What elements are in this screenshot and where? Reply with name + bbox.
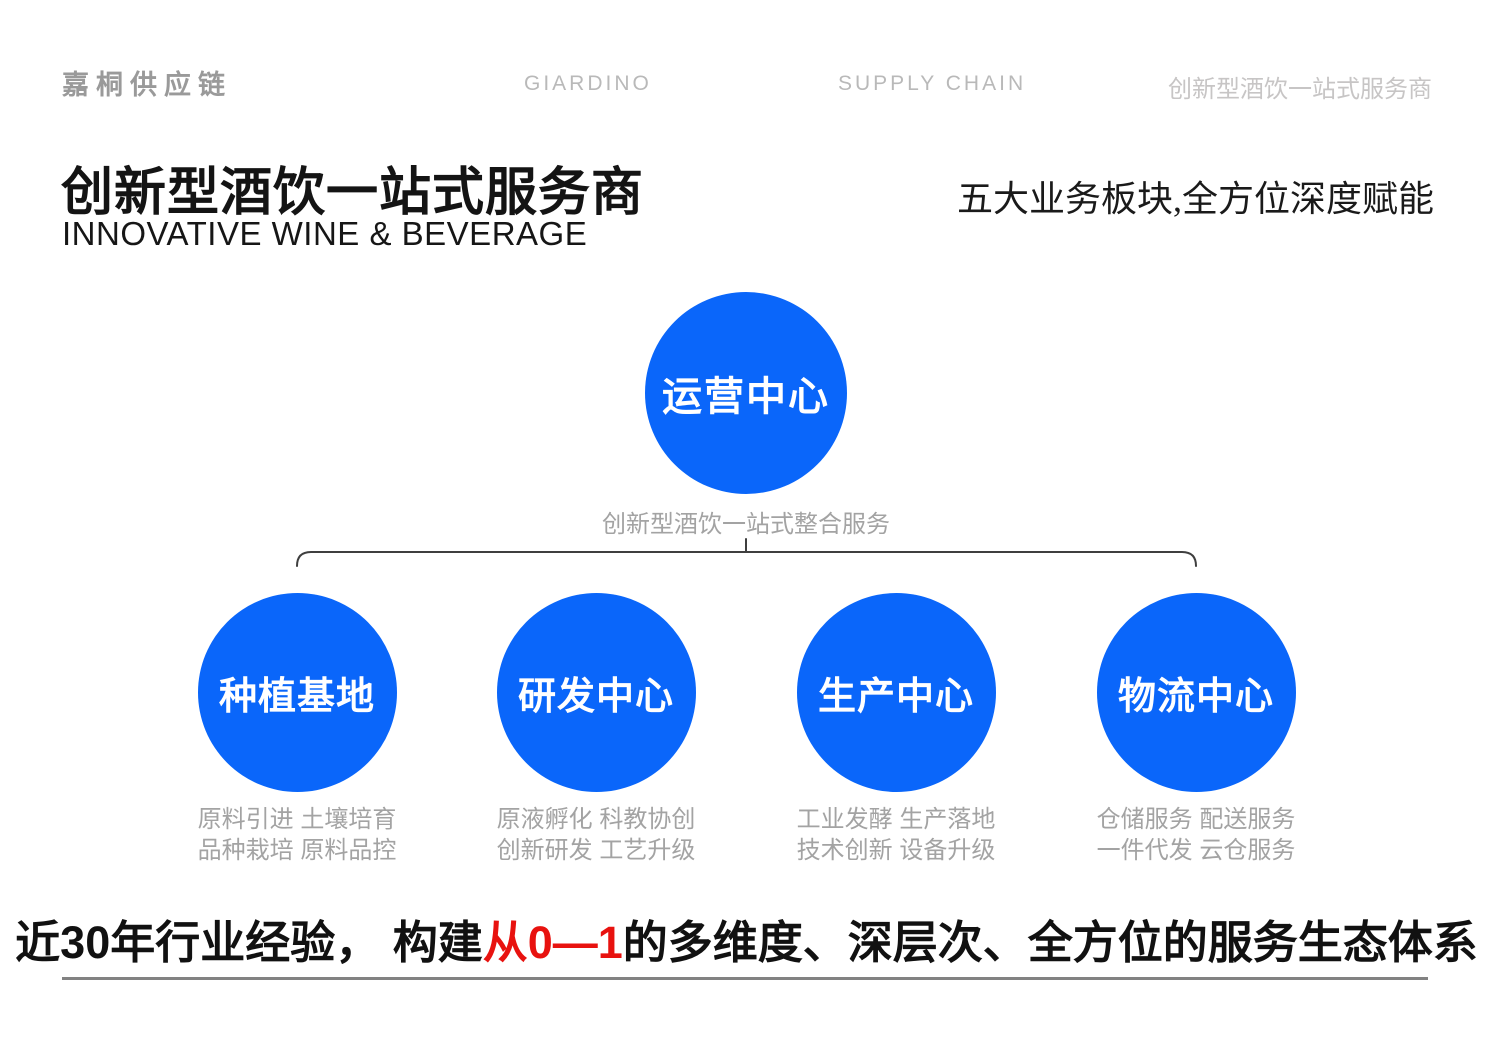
- desc-line: 创新研发 工艺升级: [496, 837, 696, 864]
- node-operations-center-label: 运营中心: [662, 375, 830, 419]
- page-subtitle-en: INNOVATIVE WINE & BEVERAGE: [62, 215, 588, 252]
- node-production-center-label: 生产中心: [817, 676, 974, 718]
- header-brand-giardino: GIARDINO: [524, 72, 652, 95]
- footer-headline-highlight: 从0—1: [482, 917, 623, 968]
- desc-line: 技术创新 设备升级: [796, 837, 996, 864]
- node-rnd-center-label: 研发中心: [517, 676, 674, 718]
- branch-production-center-desc: 工业发酵 生产落地 技术创新 设备升级: [797, 804, 996, 866]
- company-logo-text: 嘉桐供应链: [62, 70, 232, 100]
- desc-line: 原液孵化 科教协创: [496, 806, 696, 833]
- node-planting-base-label: 种植基地: [218, 676, 375, 718]
- branch-logistics-center-desc: 仓储服务 配送服务 一件代发 云仓服务: [1097, 804, 1296, 866]
- header-tagline: 创新型酒饮一站式服务商: [1168, 76, 1432, 103]
- node-production-center: 生产中心: [796, 593, 996, 792]
- footer-headline-prefix: 近30年行业经验， 构建: [15, 917, 483, 968]
- root-caption: 创新型酒饮一站式整合服务: [602, 511, 890, 538]
- branch-rnd-center: 研发中心 原液孵化 科教协创 创新研发 工艺升级: [446, 593, 746, 866]
- node-operations-center: 运营中心: [645, 292, 847, 494]
- node-logistics-center-label: 物流中心: [1117, 676, 1274, 718]
- footer-headline: 近30年行业经验， 构建从0—1的多维度、深层次、全方位的服务生态体系: [0, 906, 1493, 971]
- slogan: 五大业务板块,全方位深度赋能: [956, 179, 1434, 219]
- node-rnd-center: 研发中心: [496, 593, 696, 792]
- branch-planting-base: 种植基地 原料引进 土壤培育 品种栽培 原料品控: [147, 593, 447, 866]
- desc-line: 仓储服务 配送服务: [1096, 806, 1296, 833]
- page-title: 创新型酒饮一站式服务商: [61, 164, 645, 222]
- branch-logistics-center: 物流中心 仓储服务 配送服务 一件代发 云仓服务: [1046, 593, 1346, 866]
- desc-line: 一件代发 云仓服务: [1096, 837, 1296, 864]
- header-brand-supply-chain: SUPPLY CHAIN: [838, 72, 1027, 95]
- node-logistics-center: 物流中心: [1096, 593, 1296, 792]
- branch-production-center: 生产中心 工业发酵 生产落地 技术创新 设备升级: [746, 593, 1046, 866]
- bottom-divider: [62, 977, 1428, 980]
- node-planting-base: 种植基地: [197, 593, 397, 792]
- desc-line: 原料引进 土壤培育: [197, 806, 397, 833]
- footer-headline-suffix: 的多维度、深层次、全方位的服务生态体系: [622, 917, 1478, 968]
- branch-rnd-center-desc: 原液孵化 科教协创 创新研发 工艺升级: [497, 804, 696, 866]
- desc-line: 工业发酵 生产落地: [796, 806, 996, 833]
- branch-planting-base-desc: 原料引进 土壤培育 品种栽培 原料品控: [198, 804, 397, 866]
- desc-line: 品种栽培 原料品控: [197, 837, 397, 864]
